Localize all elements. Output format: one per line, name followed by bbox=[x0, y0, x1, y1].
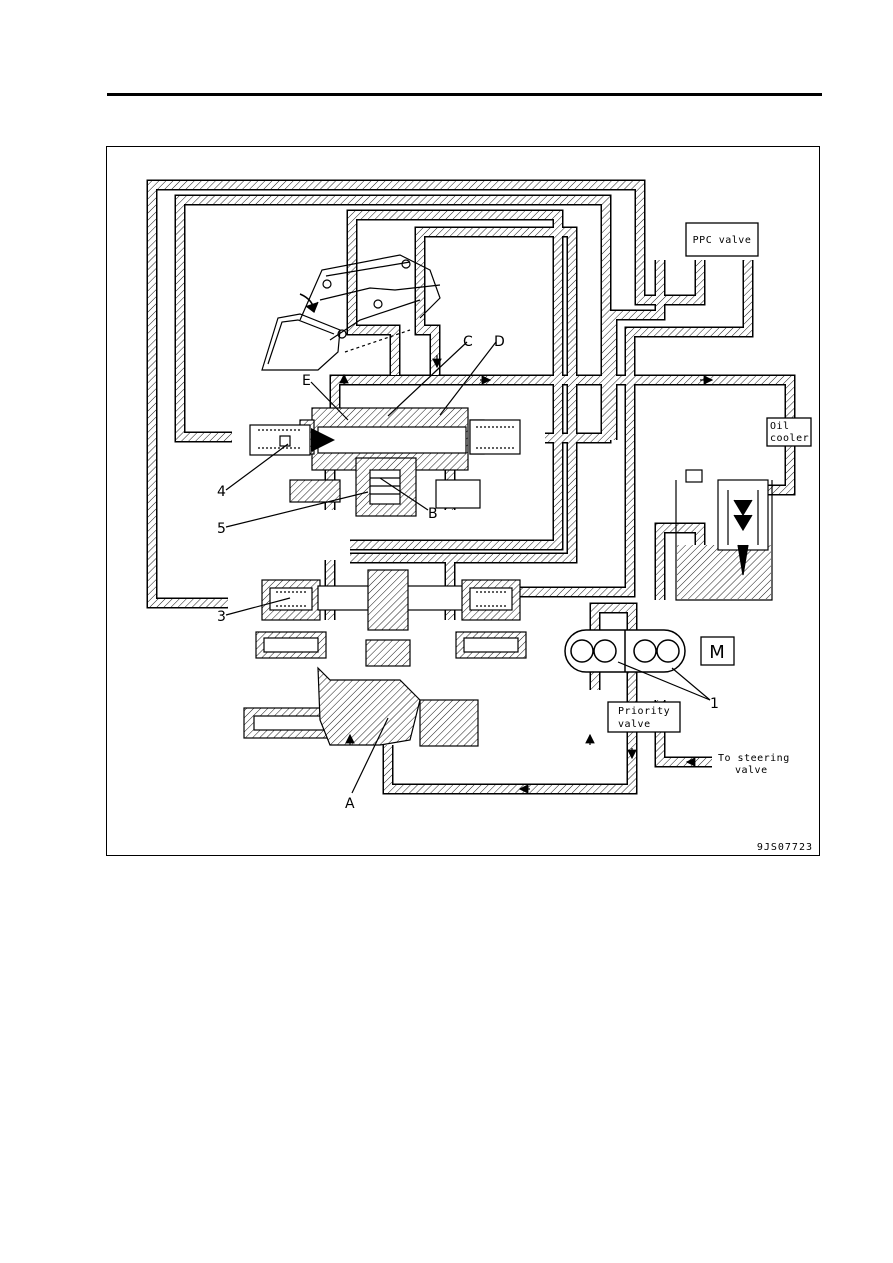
callout-3: 3 bbox=[217, 609, 226, 625]
priority-valve-label-line1: Priority bbox=[618, 706, 670, 717]
priority-valve-label-line2: valve bbox=[618, 719, 651, 730]
gear-pumps bbox=[564, 629, 686, 673]
flow-arrows bbox=[339, 355, 714, 794]
callout-5: 5 bbox=[217, 521, 226, 537]
loader-bucket-linkage-drawing bbox=[261, 254, 441, 371]
leader-lines bbox=[225, 341, 711, 794]
callout-4: 4 bbox=[217, 484, 226, 500]
motor-box: M bbox=[700, 636, 735, 666]
main-control-valve-body bbox=[243, 407, 527, 747]
oil-cooler-label-line2: cooler bbox=[770, 433, 809, 444]
oil-cooler-label-line1: Oil bbox=[770, 421, 790, 432]
callout-1: 1 bbox=[710, 696, 719, 712]
callout-a: A bbox=[345, 796, 355, 812]
to-steering-valve-note: To steering valve bbox=[718, 753, 790, 776]
ppc-valve-label: PPC valve bbox=[693, 235, 752, 246]
priority-valve-box: Priority valve bbox=[607, 701, 681, 733]
callout-c: C bbox=[463, 334, 473, 350]
callout-labels: E C D B 4 5 3 A 1 bbox=[217, 334, 719, 812]
steering-note-line2: valve bbox=[735, 765, 768, 776]
callout-d: D bbox=[494, 334, 505, 350]
motor-label: M bbox=[709, 642, 725, 663]
steering-note-line1: To steering bbox=[718, 753, 790, 764]
ppc-valve-box: PPC valve bbox=[685, 222, 759, 257]
figure-frame bbox=[106, 146, 820, 856]
figure-id: 9JS07723 bbox=[757, 842, 813, 853]
callout-b: B bbox=[428, 506, 438, 522]
hydraulic-tank bbox=[675, 469, 773, 601]
oil-cooler-box: Oil cooler bbox=[766, 417, 812, 447]
header-rule bbox=[107, 93, 822, 96]
callout-e: E bbox=[302, 373, 311, 389]
